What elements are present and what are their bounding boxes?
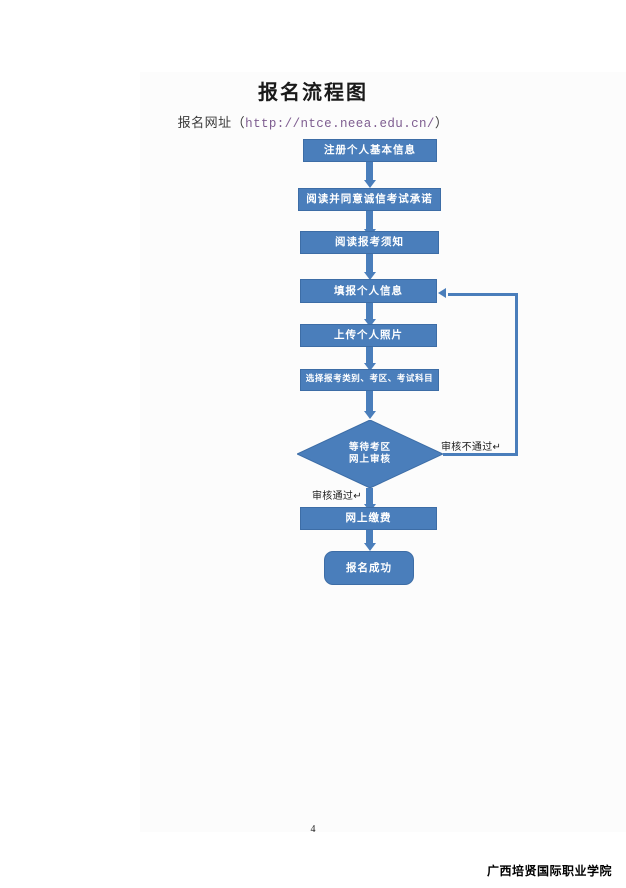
flow-node-registration-success: 报名成功 <box>324 551 414 585</box>
loop-segment-from-diamond <box>443 453 518 456</box>
connector-category-to-review <box>366 391 373 412</box>
diamond-label: 等待考区 网上审核 <box>297 420 443 488</box>
url-suffix-text: ） <box>434 115 449 130</box>
connector-register-to-pledge <box>366 162 373 181</box>
flow-node-notice: 阅读报考须知 <box>300 231 439 254</box>
flow-node-fill-info: 填报个人信息 <box>300 279 437 303</box>
edge-label-approved: 审核通过↵ <box>312 491 362 502</box>
flow-node-register: 注册个人基本信息 <box>303 139 437 162</box>
loop-arrowhead <box>438 288 446 298</box>
flow-node-pledge: 阅读并同意诚信考试承诺 <box>298 188 441 211</box>
loop-segment-return <box>448 293 518 296</box>
connector-pledge-to-notice <box>366 211 373 230</box>
flow-node-online-payment: 网上缴费 <box>300 507 437 530</box>
diamond-label-line2: 网上审核 <box>348 454 391 465</box>
connector-review-to-payment <box>366 488 373 505</box>
flow-node-upload-photo: 上传个人照片 <box>300 324 437 347</box>
diamond-label-line1: 等待考区 <box>348 442 391 454</box>
footer-institution-name: 广西培贤国际职业学院 <box>486 864 612 878</box>
flow-node-select-category: 选择报考类别、考区、考试科目 <box>300 369 439 391</box>
diamond-shape <box>297 420 443 488</box>
url-prefix-text: 报名网址（ <box>177 115 246 130</box>
page-number: 4 <box>310 824 316 835</box>
page-title: 报名流程图 <box>258 82 368 104</box>
connector-photo-to-category <box>366 347 373 364</box>
loop-segment-vertical <box>515 293 518 455</box>
connector-fillinfo-to-photo <box>366 303 373 320</box>
connector-notice-to-fillinfo <box>366 254 373 273</box>
flow-node-review-decision: 等待考区 网上审核 <box>297 420 443 488</box>
registration-url-line: 报名网址（http://ntce.neea.edu.cn/） <box>0 112 626 131</box>
edge-label-rejected: 审核不通过↵ <box>441 442 502 453</box>
registration-url: http://ntce.neea.edu.cn/ <box>245 117 435 131</box>
connector-payment-to-success <box>366 530 373 544</box>
